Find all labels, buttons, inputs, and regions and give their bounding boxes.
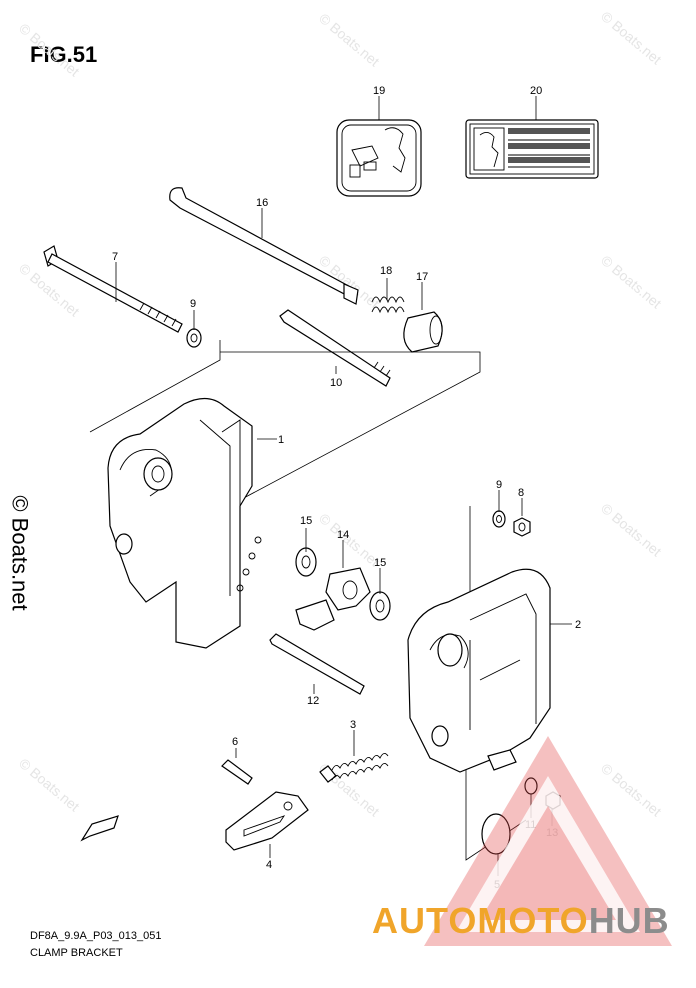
part-10-rod	[279, 309, 391, 387]
watermark: © Boats.net	[598, 500, 665, 559]
part-19-label	[336, 119, 422, 197]
part-14-plate	[295, 567, 371, 631]
footer-name: CLAMP BRACKET	[30, 947, 123, 959]
vertical-watermark: © Boats.net	[7, 495, 33, 611]
part-3-spring	[319, 753, 389, 783]
callout-15: 15	[300, 515, 312, 527]
callout-17: 17	[416, 271, 428, 283]
assembly-line	[89, 340, 481, 533]
figure-title: FIG.51	[30, 42, 98, 67]
callout-3: 3	[350, 719, 356, 731]
logo-part-hub: HUB	[588, 900, 670, 941]
part-16-rod	[169, 187, 359, 305]
part-15-washer	[295, 547, 317, 577]
automotohub-logo	[424, 736, 672, 946]
part-9-washer	[492, 510, 506, 528]
callout-4: 4	[266, 859, 272, 871]
watermark: © Boats.net	[16, 20, 83, 79]
watermark: © Boats.net	[316, 10, 383, 69]
part-4-lever	[225, 791, 309, 851]
fwd-arrow-icon: FWD	[80, 815, 119, 842]
callout-10: 10	[330, 377, 342, 389]
leader-lines	[115, 96, 572, 876]
watermark: © Boats.net	[316, 510, 383, 569]
callout-18: 18	[380, 265, 392, 277]
callout-15: 15	[374, 557, 386, 569]
part-5-plate	[481, 813, 511, 855]
callout-14: 14	[337, 529, 349, 541]
logo-wordmark: AUTOMOTOHUB	[372, 900, 670, 942]
callout-19: 19	[373, 85, 385, 97]
part-15-washer	[369, 591, 391, 621]
part-18-spring	[371, 296, 405, 314]
part-7-bolt	[43, 245, 183, 333]
part-1-clamp-bracket	[107, 397, 262, 649]
callout-9: 9	[496, 479, 502, 491]
part-12-pin	[269, 633, 365, 695]
part-9-washer	[186, 328, 202, 348]
part-8-nut	[513, 517, 531, 537]
logo-part-moto: MOTO	[477, 900, 589, 941]
fwd-label: FWD	[90, 822, 107, 834]
callout-9: 9	[190, 298, 196, 310]
watermark: © Boats.net	[598, 252, 665, 311]
logo-part-auto: AUTO	[372, 900, 478, 941]
part-17-collar	[403, 311, 443, 353]
callout-12: 12	[307, 695, 319, 707]
part-2-clamp-bracket	[407, 568, 551, 773]
callout-2: 2	[575, 619, 581, 631]
callout-1: 1	[278, 434, 284, 446]
callout-20: 20	[530, 85, 542, 97]
watermark: © Boats.net	[16, 755, 83, 814]
part-bracket-tab	[487, 749, 517, 771]
callout-7: 7	[112, 251, 118, 263]
callout-6: 6	[232, 736, 238, 748]
part-20-label	[465, 119, 599, 179]
watermark: © Boats.net	[598, 8, 665, 67]
footer: DF8A_9.9A_P03_013_051 CLAMP BRACKET	[30, 928, 162, 962]
footer-code: DF8A_9.9A_P03_013_051	[30, 930, 162, 942]
part-6-pin	[221, 759, 253, 785]
callout-8: 8	[518, 487, 524, 499]
callout-16: 16	[256, 197, 268, 209]
